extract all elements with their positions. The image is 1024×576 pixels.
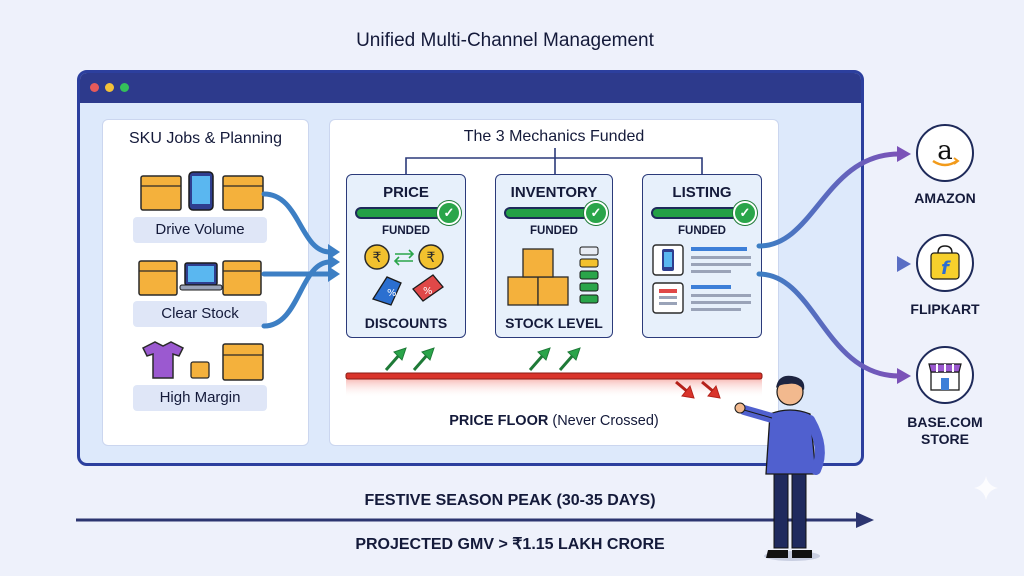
job-high-margin: High Margin bbox=[133, 385, 267, 411]
mechanic-listing-title: LISTING bbox=[672, 184, 732, 201]
channel-store-label: BASE.COM STORE bbox=[907, 414, 983, 447]
svg-text:f: f bbox=[941, 258, 951, 279]
mechanics-panel: The 3 Mechanics Funded PRICE ✓ FUNDED ₹ … bbox=[329, 119, 779, 446]
price-floor-graphic bbox=[345, 347, 763, 399]
close-dot-icon bbox=[90, 83, 99, 92]
app-window: SKU Jobs & Planning Drive Volume Clear S… bbox=[77, 70, 864, 466]
product-listing-icon bbox=[652, 244, 751, 314]
presenter-person-icon bbox=[734, 375, 825, 561]
discount-coins-tags-icon: ₹ ₹ % % bbox=[364, 244, 444, 306]
flipkart-icon: f bbox=[916, 234, 974, 292]
timeline-top-label: FESTIVE SEASON PEAK (30-35 DAYS) bbox=[364, 492, 656, 509]
diagram-title: Unified Multi-Channel Management bbox=[356, 30, 654, 51]
inventory-funded-label: FUNDED bbox=[530, 225, 578, 237]
maximize-dot-icon bbox=[120, 83, 129, 92]
sku-jobs-panel: SKU Jobs & Planning Drive Volume Clear S… bbox=[102, 119, 309, 446]
mechanic-price-card: PRICE ✓ FUNDED ₹ ₹ % % DISCOUNTS bbox=[346, 174, 466, 338]
check-icon: ✓ bbox=[437, 201, 461, 225]
mechanic-inventory-title: INVENTORY bbox=[510, 184, 598, 201]
mechanic-inventory-card: INVENTORY ✓ FUNDED STOCK LEVEL bbox=[495, 174, 613, 338]
flipkart-logo: f bbox=[930, 245, 960, 280]
svg-text:%: % bbox=[423, 286, 433, 297]
mechanic-listing-card: LISTING ✓ FUNDED bbox=[642, 174, 762, 338]
job-drive-volume: Drive Volume bbox=[133, 217, 267, 243]
store-logo bbox=[928, 363, 962, 391]
svg-text:a: a bbox=[937, 136, 953, 166]
check-icon: ✓ bbox=[733, 201, 757, 225]
price-floor-caption: PRICE FLOOR (Never Crossed) bbox=[330, 413, 778, 429]
amazon-icon: a bbox=[916, 124, 974, 182]
sku-to-price-arrows bbox=[261, 191, 340, 329]
check-icon: ✓ bbox=[584, 201, 608, 225]
price-floor-note: (Never Crossed) bbox=[552, 413, 659, 429]
price-funded-label: FUNDED bbox=[382, 225, 430, 237]
svg-text:%: % bbox=[387, 288, 397, 299]
boxes-phone-icon bbox=[140, 171, 264, 211]
window-titlebar bbox=[80, 73, 861, 103]
svg-text:₹: ₹ bbox=[427, 250, 436, 266]
mechanic-price-title: PRICE bbox=[383, 184, 429, 201]
inventory-mechanic-label: STOCK LEVEL bbox=[505, 315, 603, 331]
sparkle-icon bbox=[974, 476, 998, 500]
sku-jobs-heading: SKU Jobs & Planning bbox=[129, 130, 282, 147]
tree-connector bbox=[405, 148, 703, 174]
listing-to-channel-arrows bbox=[756, 146, 911, 384]
tshirt-box-icon bbox=[141, 341, 264, 381]
timeline-arrow bbox=[76, 512, 874, 528]
price-floor-label: PRICE FLOOR bbox=[449, 413, 549, 429]
store-icon bbox=[916, 346, 974, 404]
listing-funded-label: FUNDED bbox=[678, 225, 726, 237]
minimize-dot-icon bbox=[105, 83, 114, 92]
amazon-logo: a bbox=[932, 136, 960, 167]
svg-text:₹: ₹ bbox=[373, 250, 382, 266]
boxes-laptop-icon bbox=[138, 260, 262, 296]
channel-amazon-label: AMAZON bbox=[914, 190, 976, 206]
channel-flipkart-label: FLIPKART bbox=[910, 301, 980, 317]
price-mechanic-label: DISCOUNTS bbox=[364, 315, 448, 331]
stock-boxes-icon bbox=[507, 246, 599, 306]
timeline-bottom-label: PROJECTED GMV > ₹1.15 LAKH CRORE bbox=[355, 536, 665, 553]
job-clear-stock: Clear Stock bbox=[133, 301, 267, 327]
mechanics-heading: The 3 Mechanics Funded bbox=[463, 128, 645, 145]
